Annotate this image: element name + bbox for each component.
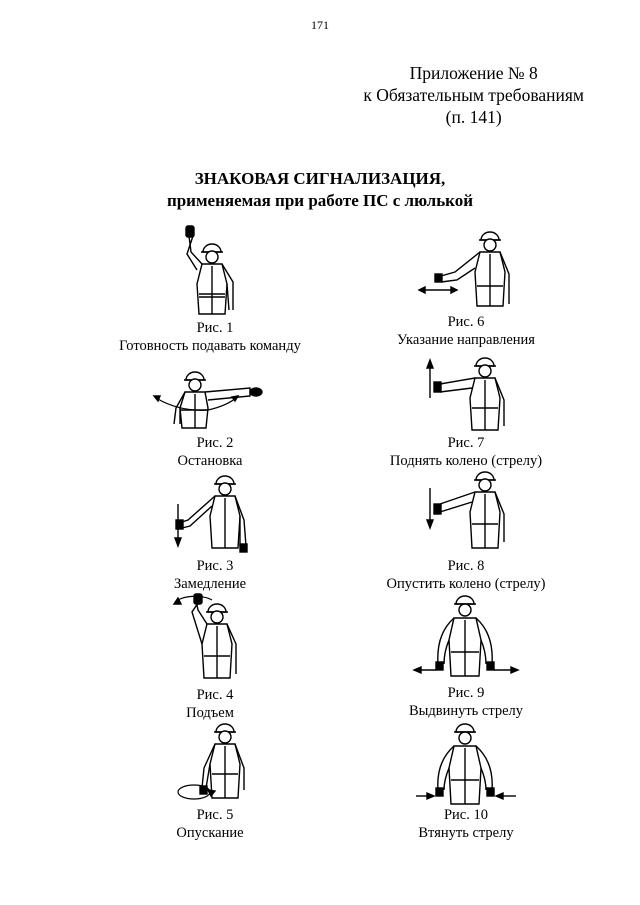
figure-5-caption-text: Опускание (176, 825, 244, 841)
figure-1-illustration (175, 222, 255, 322)
figure-3-illustration (168, 470, 258, 560)
appendix-line-2: к Обязательным требованиям (363, 85, 584, 105)
appendix-reference: Приложение № 8 к Обязательным требования… (363, 62, 584, 128)
figure-1-number: Рис. 1 (196, 320, 234, 336)
title-line-1: ЗНАКОВАЯ СИГНАЛИЗАЦИЯ, (194, 169, 446, 188)
document-title: ЗНАКОВАЯ СИГНАЛИЗАЦИЯ, применяемая при р… (0, 168, 640, 212)
figure-10-illustration (410, 722, 530, 810)
figure-9-illustration (410, 594, 530, 684)
figure-2-illustration (150, 368, 270, 433)
figure-8-number: Рис. 8 (447, 558, 485, 574)
appendix-line-3: (п. 141) (445, 107, 502, 127)
figure-4-number: Рис. 4 (196, 687, 234, 703)
figure-8-illustration (420, 471, 520, 556)
figure-2-caption-text: Остановка (177, 453, 243, 469)
figure-8-caption: Рис. 8 (416, 557, 516, 575)
figure-3-caption-text: Замедление (173, 576, 247, 592)
figure-6-caption: Рис. 6 (416, 313, 516, 331)
figure-4-caption-text: Подъем (186, 705, 234, 721)
figure-7-number: Рис. 7 (447, 435, 485, 451)
page-number: 171 (311, 18, 329, 32)
figure-10-caption: Рис. 10 (416, 806, 516, 824)
appendix-line-1: Приложение № 8 (409, 63, 538, 83)
figure-10-number: Рис. 10 (443, 807, 488, 823)
figure-1-caption: Рис. 1 (165, 319, 265, 337)
figure-4-illustration (170, 590, 260, 685)
figure-2-caption: Рис. 2 (165, 434, 265, 452)
figure-6-caption-text: Указание направления (397, 332, 535, 348)
title-line-2: применяемая при работе ПС с люлькой (166, 191, 474, 210)
figure-5-number: Рис. 5 (196, 807, 234, 823)
figure-7-caption: Рис. 7 (416, 434, 516, 452)
figure-4-caption: Рис. 4 (165, 686, 265, 704)
figure-9-caption-text: Выдвинуть стрелу (408, 703, 524, 719)
figure-7-caption-text: Поднять колено (стрелу) (389, 453, 543, 469)
figure-7-illustration (420, 357, 520, 436)
figure-6-number: Рис. 6 (447, 314, 485, 330)
figure-9-caption: Рис. 9 (416, 684, 516, 702)
figure-1-caption-text: Готовность подавать команду (119, 338, 301, 354)
figure-8-caption-text: Опустить колено (стрелу) (386, 576, 546, 592)
figure-2-number: Рис. 2 (196, 435, 234, 451)
figure-5-caption: Рис. 5 (165, 806, 265, 824)
figure-10-caption-text: Втянуть стрелу (418, 825, 514, 841)
figure-6-illustration (415, 228, 525, 313)
figure-5-illustration (170, 718, 260, 808)
figure-3-caption: Рис. 3 (165, 557, 265, 575)
figure-9-number: Рис. 9 (447, 685, 485, 701)
figure-3-number: Рис. 3 (196, 558, 234, 574)
